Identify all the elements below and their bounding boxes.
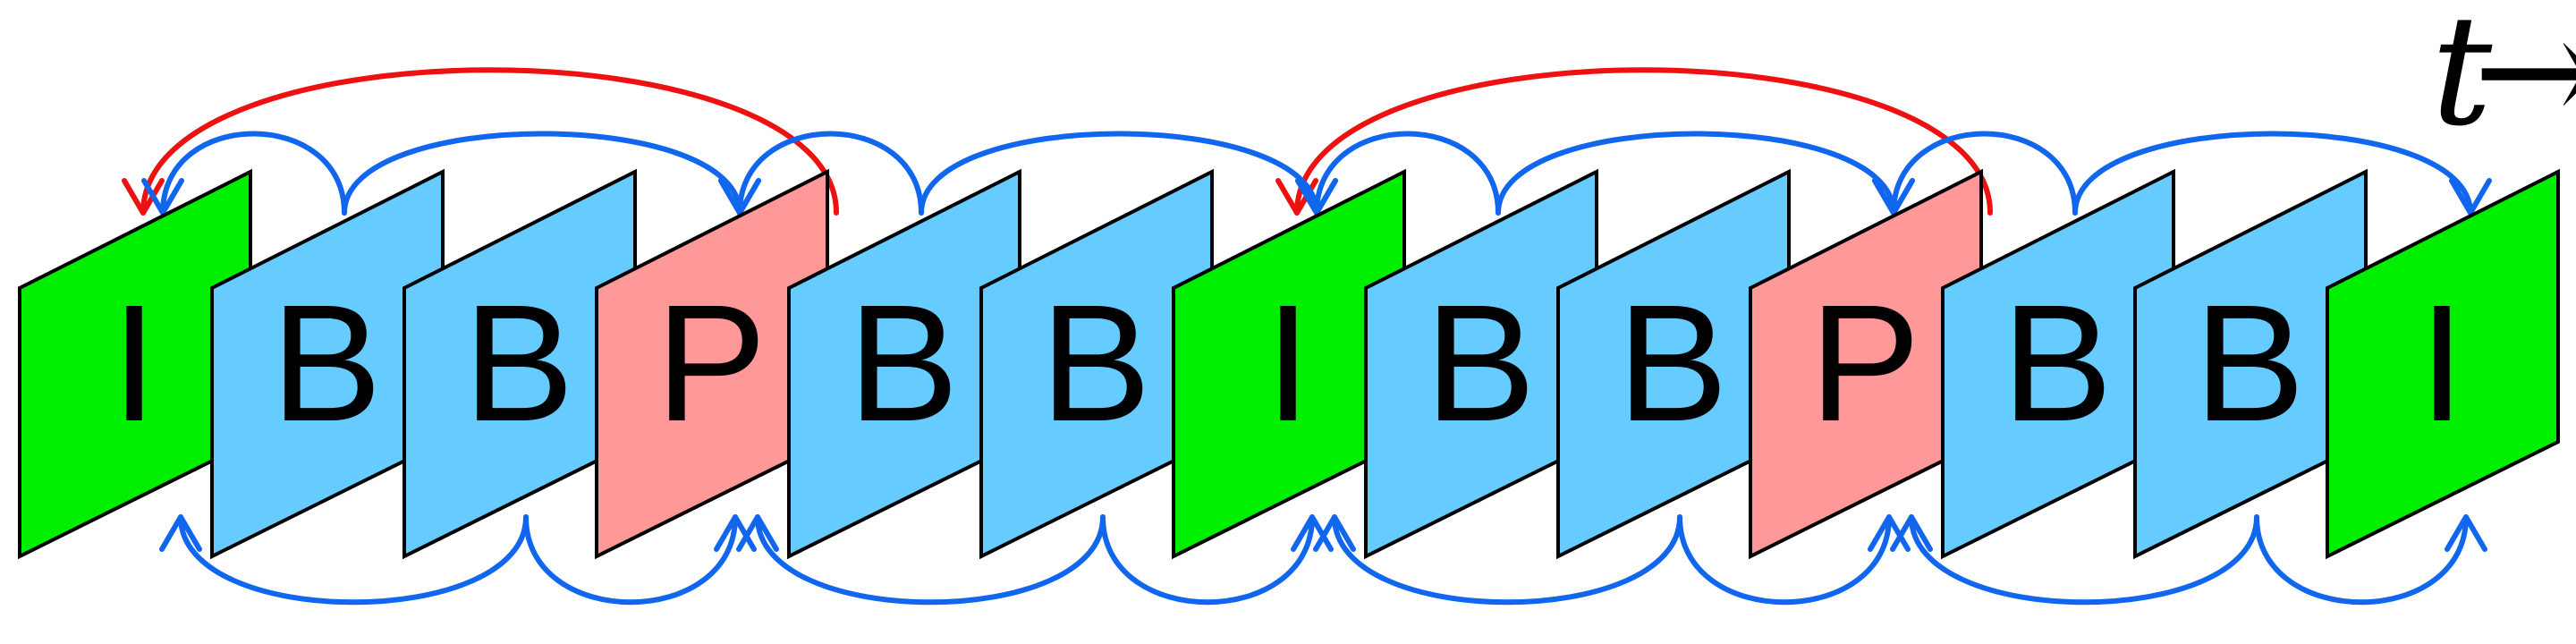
time-axis-arrow-icon: → (2473, 0, 2576, 160)
bottom-prediction-arc-8-6 (1313, 514, 1682, 606)
frame-b-8: B (1556, 168, 1791, 560)
frame-i-6: I (1172, 168, 1406, 560)
bottom-prediction-arc-5-6 (1100, 514, 1334, 606)
frame-b-5: B (979, 168, 1214, 560)
frame-b-11: B (2133, 168, 2368, 560)
frame-b-2: B (402, 168, 637, 560)
frame-label: P (1809, 271, 1920, 456)
frame-b-4: B (787, 168, 1021, 560)
frame-p-9: P (1749, 168, 1983, 560)
top-prediction-arc-10-9 (1872, 131, 2078, 216)
frame-i-0: I (18, 168, 252, 560)
frame-label: B (2194, 271, 2305, 456)
frame-label: B (2002, 271, 2113, 456)
frame-b-7: B (1364, 168, 1598, 560)
bottom-prediction-arc-5-3 (736, 514, 1106, 606)
frame-i-12: I (2326, 168, 2560, 560)
frame-label: I (1265, 271, 1311, 456)
top-prediction-arc-1-3 (342, 131, 761, 216)
top-prediction-arc-1-0 (141, 131, 347, 216)
top-prediction-arc-4-6 (919, 131, 1338, 216)
bottom-prediction-arc-2-0 (159, 514, 529, 606)
frame-label: I (2419, 271, 2465, 456)
bottom-prediction-arc-8-9 (1677, 514, 1911, 606)
frame-label: P (656, 271, 767, 456)
frame-p-3: P (595, 168, 829, 560)
top-prediction-arc-7-6 (1295, 131, 1501, 216)
frame-label: B (1040, 271, 1151, 456)
frame-label: B (463, 271, 574, 456)
bottom-prediction-arc-11-9 (1890, 514, 2259, 606)
top-prediction-arc-10-12 (2072, 131, 2492, 216)
bottom-prediction-arc-2-3 (523, 514, 757, 606)
top-prediction-arc-7-9 (1496, 131, 1915, 216)
frame-shape (2326, 168, 2560, 560)
time-axis-label: t (2431, 0, 2493, 160)
frame-b-1: B (210, 168, 445, 560)
top-prediction-arc-4-3 (718, 131, 924, 216)
time-axis: t → (2431, 0, 2576, 160)
frame-label: B (271, 271, 382, 456)
frame-label: I (111, 271, 157, 456)
frame-label: B (848, 271, 959, 456)
bottom-prediction-arc-11-12 (2254, 514, 2487, 606)
prediction-arcs (122, 67, 2492, 606)
frame-label: B (1425, 271, 1536, 456)
frame-label: B (1617, 271, 1728, 456)
